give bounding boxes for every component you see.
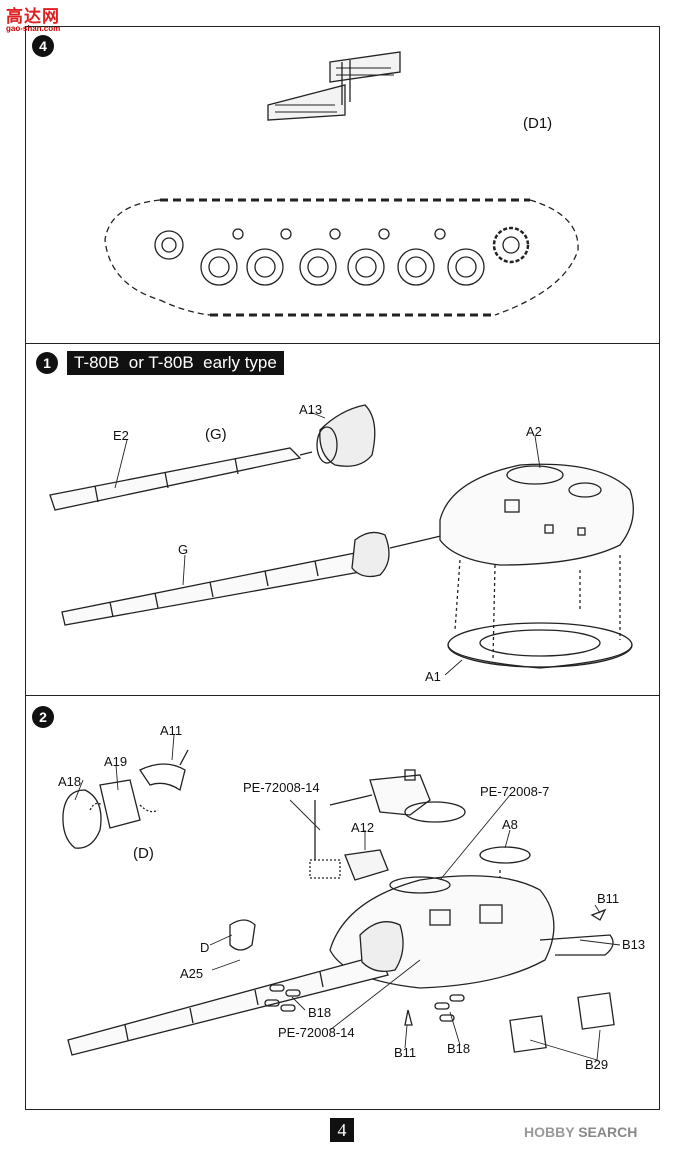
label-b29: B29 <box>585 1057 609 1072</box>
antenna-b11 <box>404 908 607 1026</box>
label-pe-14-top: PE-72008-14 <box>243 780 320 795</box>
instruction-frame <box>25 26 660 1110</box>
label-a18: A18 <box>58 774 82 789</box>
label-d-paren: (D) <box>133 845 154 862</box>
label-d1: (D1) <box>523 115 553 132</box>
label-b18-bottom: B18 <box>447 1041 471 1056</box>
label-g: G <box>178 542 189 557</box>
boxes-b29 <box>509 992 615 1053</box>
label-a8: A8 <box>502 817 518 832</box>
leader-lines <box>74 411 621 1061</box>
step-1-badge: 1 <box>36 352 58 374</box>
watermark-rest: SEARCH <box>578 1124 638 1140</box>
label-e2: E2 <box>113 428 129 443</box>
label-pe-14-bottom: PE-72008-14 <box>278 1025 355 1040</box>
watermark-brand: HOBBY <box>524 1124 575 1140</box>
handrail-b13 <box>539 934 614 956</box>
watermark: HOBBY SEARCH <box>524 1124 637 1140</box>
logo-subtext: gao-shan.com <box>6 24 61 33</box>
label-d: D <box>200 940 210 955</box>
barrel-g <box>61 531 446 626</box>
mantlet-a13 <box>316 404 376 467</box>
smoke-launchers-b18 <box>264 984 465 1022</box>
logo-text: 高达网 <box>6 7 60 26</box>
step-2-badge: 2 <box>32 706 54 728</box>
label-a19: A19 <box>104 754 128 769</box>
turret-a2 <box>439 463 634 566</box>
label-b11-bottom: B11 <box>394 1045 417 1060</box>
label-b11-right: B11 <box>597 891 620 906</box>
variant-banner: T-80B or T-80B early type <box>67 351 284 375</box>
commander-cupola <box>329 769 466 823</box>
section-divider-2 <box>25 695 660 696</box>
label-a25: A25 <box>180 966 204 981</box>
site-logo: 高达网 gao-shan.com <box>2 2 72 36</box>
label-b13: B13 <box>622 937 646 952</box>
main-gun-assembled <box>67 919 404 1056</box>
barrel-e2 <box>49 447 313 511</box>
label-a11: A11 <box>160 723 183 738</box>
turret-base-a1 <box>447 555 633 669</box>
page-number: 4 <box>330 1118 354 1142</box>
track-links-sprue <box>267 51 401 121</box>
label-a2: A2 <box>526 424 542 439</box>
label-g-paren: (G) <box>205 426 227 443</box>
step-4-badge: 4 <box>32 35 54 57</box>
photoetch-parts <box>309 800 389 881</box>
label-a1: A1 <box>425 669 441 684</box>
road-wheels <box>154 226 530 286</box>
label-pe-7: PE-72008-7 <box>480 784 550 799</box>
label-a12: A12 <box>351 820 375 835</box>
track-run <box>104 198 579 317</box>
label-a13: A13 <box>299 402 323 417</box>
label-b18-left: B18 <box>308 1005 332 1020</box>
section-divider-1 <box>25 343 660 344</box>
sight-assembly <box>62 749 189 849</box>
